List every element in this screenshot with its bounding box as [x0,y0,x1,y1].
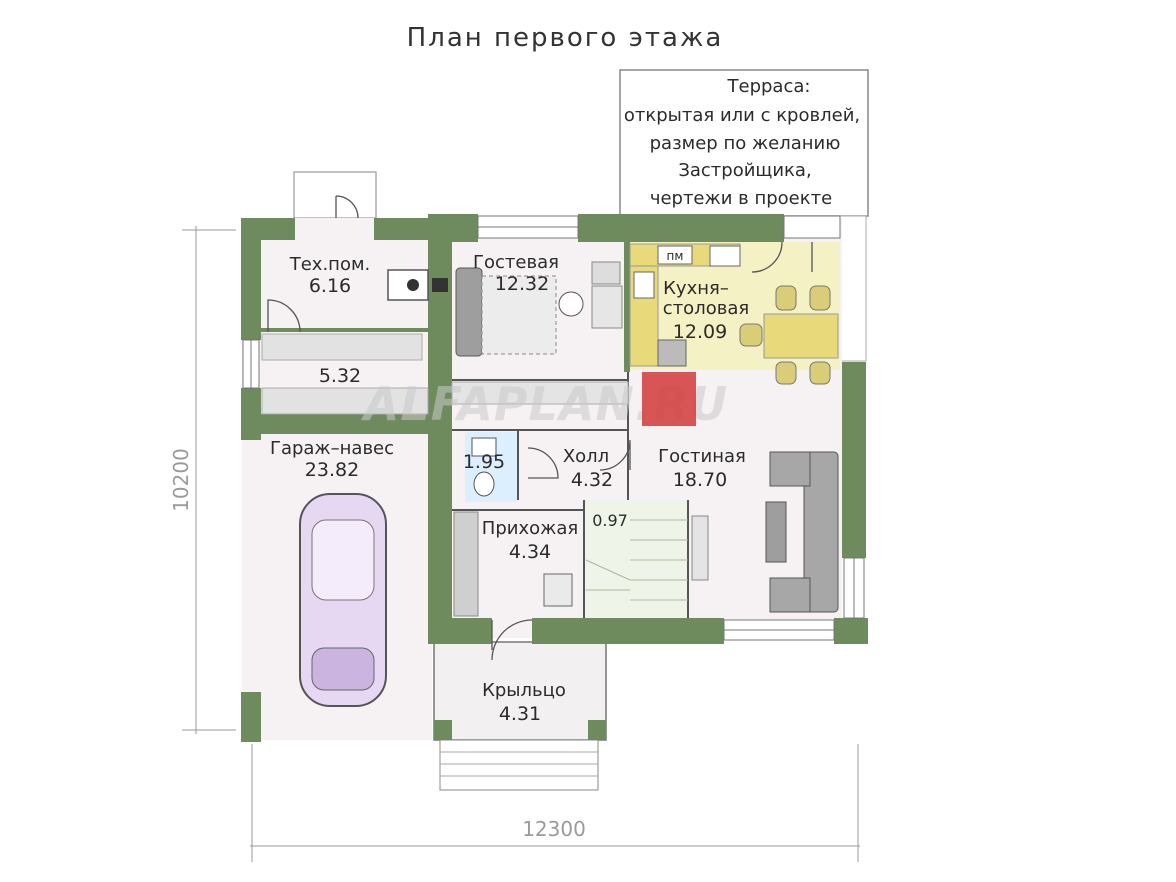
label-kitchen-name-2: столовая [663,298,749,319]
doors [267,195,813,661]
room-labels: Тех.пом. 6.16 5.32 Гостевая 12.32 Кухня–… [270,252,749,725]
label-tech-area: 6.16 [309,275,351,297]
dishwasher-label: пм [667,249,684,263]
desk-icon [591,285,623,329]
chair-icon [558,291,584,317]
terrace-line-3: размер по желанию [650,133,841,154]
label-porch-name: Крыльцо [482,680,566,701]
tech-step [293,171,377,219]
label-tech-name: Тех.пом. [289,254,371,275]
terrace-line-1: Терраса: [727,76,811,97]
label-living-area: 18.70 [673,469,727,491]
coffee-table-icon [765,501,787,563]
car-icon [299,493,387,707]
dimension-width: 12300 [522,817,586,841]
label-entry-name: Прихожая [482,518,578,539]
dimension-height: 10200 [169,448,193,512]
label-garage-name: Гараж–навес [270,438,394,459]
label-hall-area: 4.32 [571,469,613,491]
label-living-name: Гостиная [658,446,746,467]
furniture: пм [261,243,839,617]
label-stair-area: 0.97 [592,511,628,530]
dimension-lines [182,226,860,862]
terrace-line-2: открытая или с кровлей, [624,105,860,126]
windows [242,215,865,641]
stove-icon [709,245,741,267]
sofa-icon [455,267,483,357]
sofa-right-icon [803,451,839,613]
terrace-line-5: чертежи в проекте [650,188,832,209]
label-guest-name: Гостевая [473,252,559,273]
label-garage-area: 23.82 [305,459,359,481]
label-wc-area: 1.95 [463,451,505,473]
plan-title: План первого этажа [407,23,724,53]
dining-table-icon [763,313,839,359]
label-storage-area: 5.32 [319,365,361,387]
terrace: Терраса: открытая или с кровлей, размер … [619,69,869,362]
label-porch-area: 4.31 [499,703,541,725]
watermark-logo [642,372,696,426]
label-hall-name: Холл [563,446,609,467]
bed-icon [481,275,557,355]
tv-unit-icon [691,515,709,581]
terrace-line-4: Застройщика, [678,160,811,181]
label-guest-area: 12.32 [495,273,549,295]
label-kitchen-area: 12.09 [673,321,727,343]
toilet-icon [473,471,495,497]
porch [433,641,607,791]
sink-icon [633,271,655,299]
label-entry-area: 4.34 [509,541,551,563]
washbasin-icon [471,437,497,457]
label-kitchen-name-1: Кухня– [663,278,729,299]
